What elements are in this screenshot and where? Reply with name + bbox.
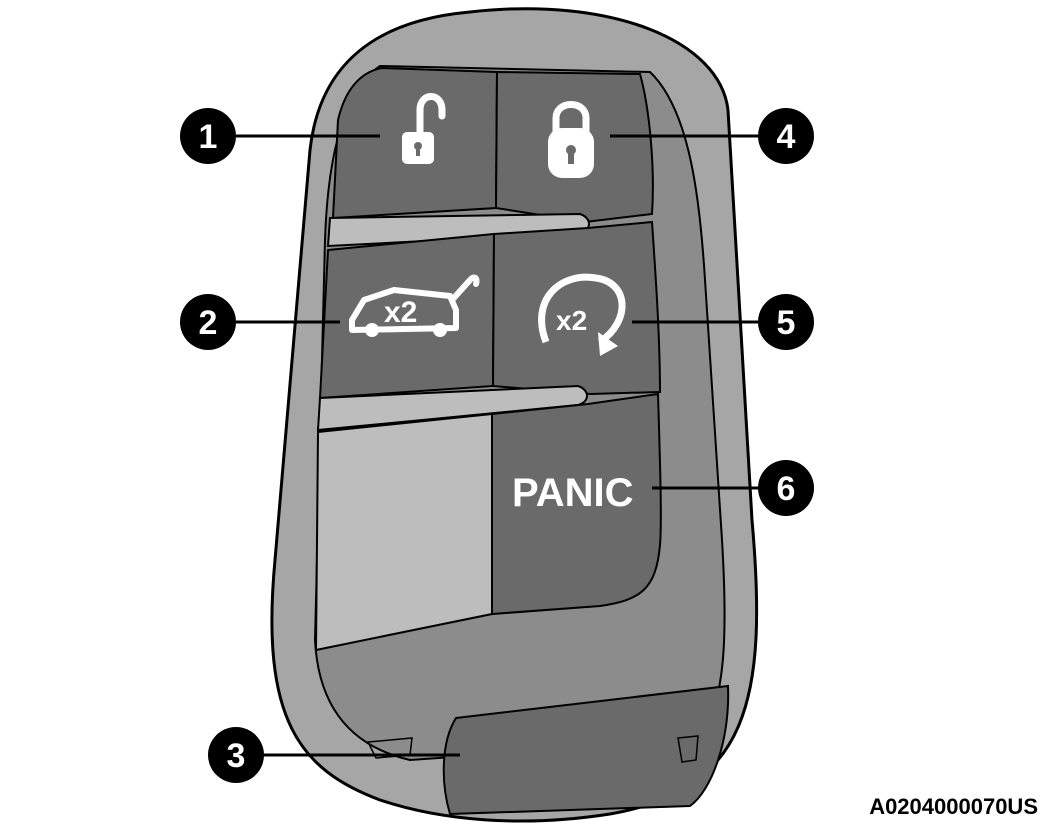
- liftgate-x2-label: x2: [384, 296, 417, 329]
- panic-label: PANIC: [512, 471, 633, 515]
- lock-padlock-icon: [548, 101, 594, 178]
- callout-6: 6: [758, 460, 814, 516]
- callout-5: 5: [758, 294, 814, 350]
- emergency-key-blade[interactable]: [442, 684, 730, 816]
- svg-text:6: 6: [777, 470, 796, 508]
- remote-start-button[interactable]: [491, 220, 662, 396]
- svg-text:1: 1: [199, 118, 218, 156]
- callout-2: 2: [180, 294, 236, 350]
- svg-text:3: 3: [227, 737, 246, 775]
- svg-text:2: 2: [199, 304, 218, 342]
- key-slot-icon: [677, 735, 699, 763]
- callout-1: 1: [180, 108, 236, 164]
- unlock-padlock-icon: [402, 93, 446, 164]
- callout-3: 3: [208, 727, 264, 783]
- svg-text:5: 5: [777, 304, 796, 342]
- figure-id: A0204000070US: [869, 794, 1038, 819]
- svg-text:4: 4: [777, 118, 796, 156]
- panic-button[interactable]: [491, 392, 662, 616]
- callout-4: 4: [758, 108, 814, 164]
- blank-side-panel: [314, 412, 493, 652]
- vehicle-liftgate-icon: x2: [349, 274, 480, 337]
- remote-start-arrow-icon: x2: [538, 273, 626, 356]
- remote-start-x2-label: x2: [556, 305, 587, 336]
